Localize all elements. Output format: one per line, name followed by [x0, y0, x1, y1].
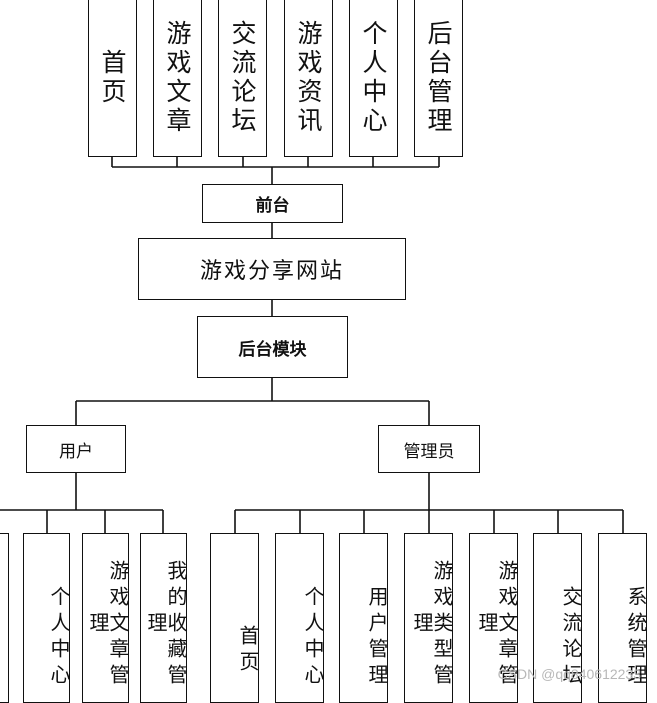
frontend-module-game-articles: 游戏文章 [153, 0, 202, 157]
admin-module-system-mgmt: 系统管理 [598, 533, 648, 703]
admin-role-node: 管理员 [378, 425, 480, 473]
frontend-node: 前台 [202, 184, 343, 223]
user-module-personal-center: 个人中心 [23, 533, 71, 703]
user-module-game-article-mgmt: 游戏文章管理 [82, 533, 130, 703]
admin-module-game-article-mgmt: 游戏文章管理 [469, 533, 519, 703]
admin-module-forum: 交流论坛 [533, 533, 583, 703]
frontend-module-home: 首页 [88, 0, 137, 157]
frontend-module-forum: 交流论坛 [218, 0, 267, 157]
root-node: 游戏分享网站 [138, 238, 406, 300]
user-role-node: 用户 [26, 425, 126, 473]
admin-module-home: 首页 [210, 533, 260, 703]
admin-module-user-mgmt: 用户管理 [339, 533, 389, 703]
admin-module-personal-center: 个人中心 [275, 533, 325, 703]
frontend-module-game-news: 游戏资讯 [284, 0, 333, 157]
frontend-module-personal-center: 个人中心 [349, 0, 398, 157]
backend-node: 后台模块 [197, 316, 348, 378]
user-module-partial [0, 533, 9, 703]
admin-module-game-type-mgmt: 游戏类型管理 [404, 533, 454, 703]
user-module-favorites-mgmt: 我的收藏管理 [140, 533, 188, 703]
watermark: CSDN @qq840612233 [497, 666, 641, 682]
frontend-module-backend-admin: 后台管理 [414, 0, 463, 157]
